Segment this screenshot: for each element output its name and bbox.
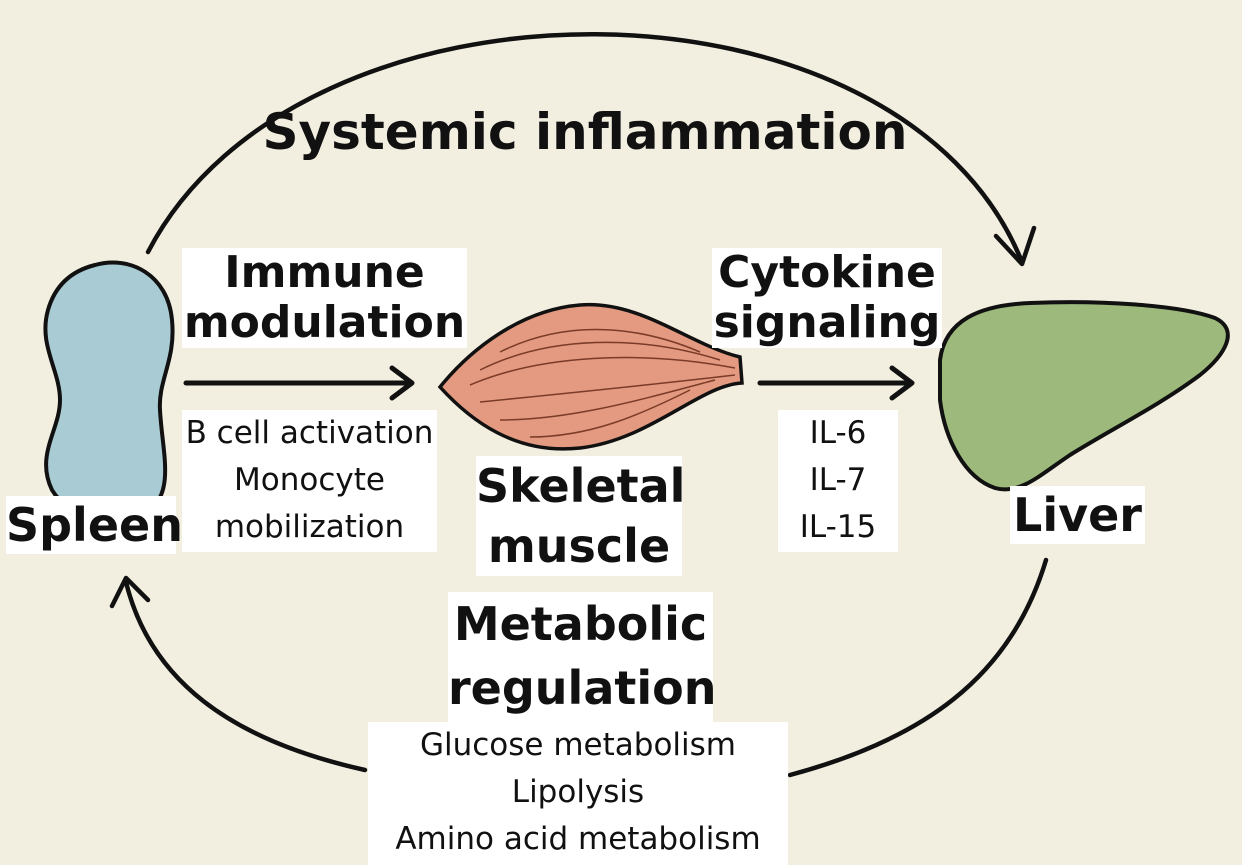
top-cycle-arrowhead (993, 225, 1037, 267)
cytokine-item: IL-6 (809, 415, 867, 451)
immune-heading-line1: Immune (224, 247, 425, 298)
metabolic-regulation-heading: Metabolic regulation (448, 592, 717, 722)
muscle-label-line1: Skeletal (476, 459, 686, 513)
bottom-left-cycle-arrow (123, 579, 368, 773)
immune-heading-line2: modulation (183, 297, 466, 348)
metabolic-item: Amino acid metabolism (395, 821, 761, 857)
cytokine-heading-line2: signaling (713, 297, 941, 348)
immune-item: mobilization (214, 509, 405, 545)
muscle-to-liver-arrowhead (889, 365, 915, 401)
metabolic-heading-line2: regulation (448, 661, 717, 715)
metabolic-heading-line1: Metabolic (453, 597, 708, 651)
cytokine-heading-line1: Cytokine (718, 247, 936, 298)
cytokine-signaling-heading: Cytokine signaling (712, 248, 942, 348)
cytokine-items-list: IL-6 IL-7 IL-15 (778, 410, 898, 552)
metabolic-item: Lipolysis (511, 774, 645, 810)
immune-items-list: B cell activation Monocyte mobilization (182, 410, 437, 552)
cytokine-item: IL-7 (809, 462, 867, 498)
immune-item: Monocyte (234, 462, 385, 498)
skeletal-muscle-label: Skeletal muscle (476, 456, 686, 576)
bottom-left-cycle-arrowhead (109, 575, 151, 609)
immune-modulation-heading: Immune modulation (182, 248, 467, 348)
liver-shape (938, 300, 1230, 492)
metabolic-item: Glucose metabolism (419, 727, 736, 763)
spleen-to-muscle-arrowhead (389, 365, 415, 401)
cytokine-item: IL-15 (799, 509, 877, 545)
immune-item: B cell activation (185, 415, 434, 451)
bottom-right-cycle-arrow (787, 557, 1049, 778)
liver-label: Liver (1010, 486, 1145, 544)
spleen-shape (43, 260, 175, 523)
spleen-label: Spleen (6, 496, 183, 554)
metabolic-items-list: Glucose metabolism Lipolysis Amino acid … (368, 722, 788, 865)
top-cycle-arrow (145, 32, 1025, 265)
muscle-label-line2: muscle (487, 519, 671, 573)
diagram-title: Systemic inflammation (262, 103, 908, 161)
skeletal-muscle-shape (437, 302, 744, 451)
